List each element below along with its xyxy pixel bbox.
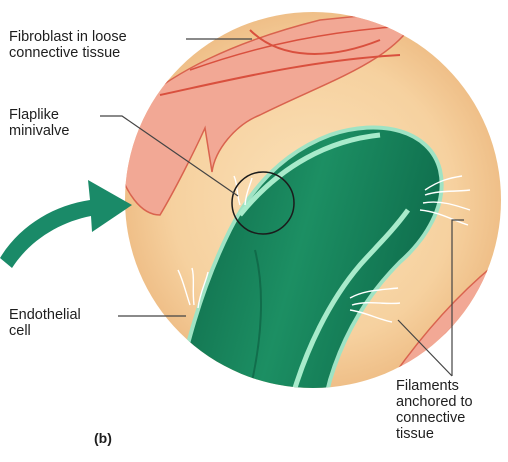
label-fibroblast-line-1: Fibroblast in loose bbox=[9, 29, 127, 45]
label-filaments-line-1: Filaments bbox=[396, 378, 473, 394]
label-minivalve-line-2: minivalve bbox=[9, 123, 69, 139]
label-filaments: Filaments anchored to connective tissue bbox=[396, 378, 473, 442]
label-filaments-line-2: anchored to bbox=[396, 394, 473, 410]
label-fibroblast: Fibroblast in loose connective tissue bbox=[9, 29, 127, 61]
label-minivalve: Flaplike minivalve bbox=[9, 107, 69, 139]
label-endothelial: Endothelial cell bbox=[9, 307, 81, 339]
label-endothelial-line-2: cell bbox=[9, 323, 81, 339]
label-endothelial-line-1: Endothelial bbox=[9, 307, 81, 323]
panel-label: (b) bbox=[94, 430, 112, 446]
flow-arrow bbox=[0, 180, 132, 268]
label-fibroblast-line-2: connective tissue bbox=[9, 45, 127, 61]
label-filaments-line-3: connective bbox=[396, 410, 473, 426]
label-minivalve-line-1: Flaplike bbox=[9, 107, 69, 123]
label-filaments-line-4: tissue bbox=[396, 426, 473, 442]
